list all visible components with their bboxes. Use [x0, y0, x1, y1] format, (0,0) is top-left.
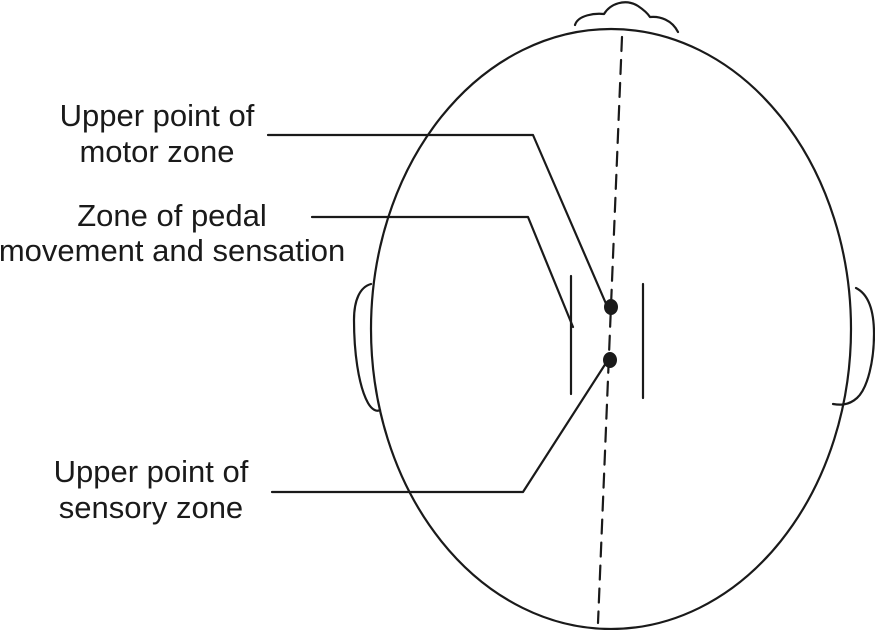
midline-dashed [596, 35, 624, 625]
label-pedal-zone-line1: Zone of pedal [77, 198, 267, 233]
label-upper-sensory-line1: Upper point of [54, 454, 249, 489]
head-outline [369, 27, 853, 630]
upper-motor-point [604, 299, 618, 315]
upper-sensory-point [603, 352, 617, 368]
label-upper-motor-line2: motor zone [79, 134, 234, 169]
nose-outline [573, 1, 680, 34]
leader-line-upper-motor [266, 133, 609, 308]
label-upper-sensory-line2: sensory zone [59, 490, 243, 525]
label-upper-motor-line1: Upper point of [60, 98, 255, 133]
left-ear-outline [352, 282, 382, 412]
leader-line-pedal-zone [310, 215, 575, 329]
right-ear-outline [831, 286, 875, 406]
leader-line-upper-sensory [270, 361, 608, 494]
label-pedal-zone-line2: movement and sensation [0, 233, 345, 268]
